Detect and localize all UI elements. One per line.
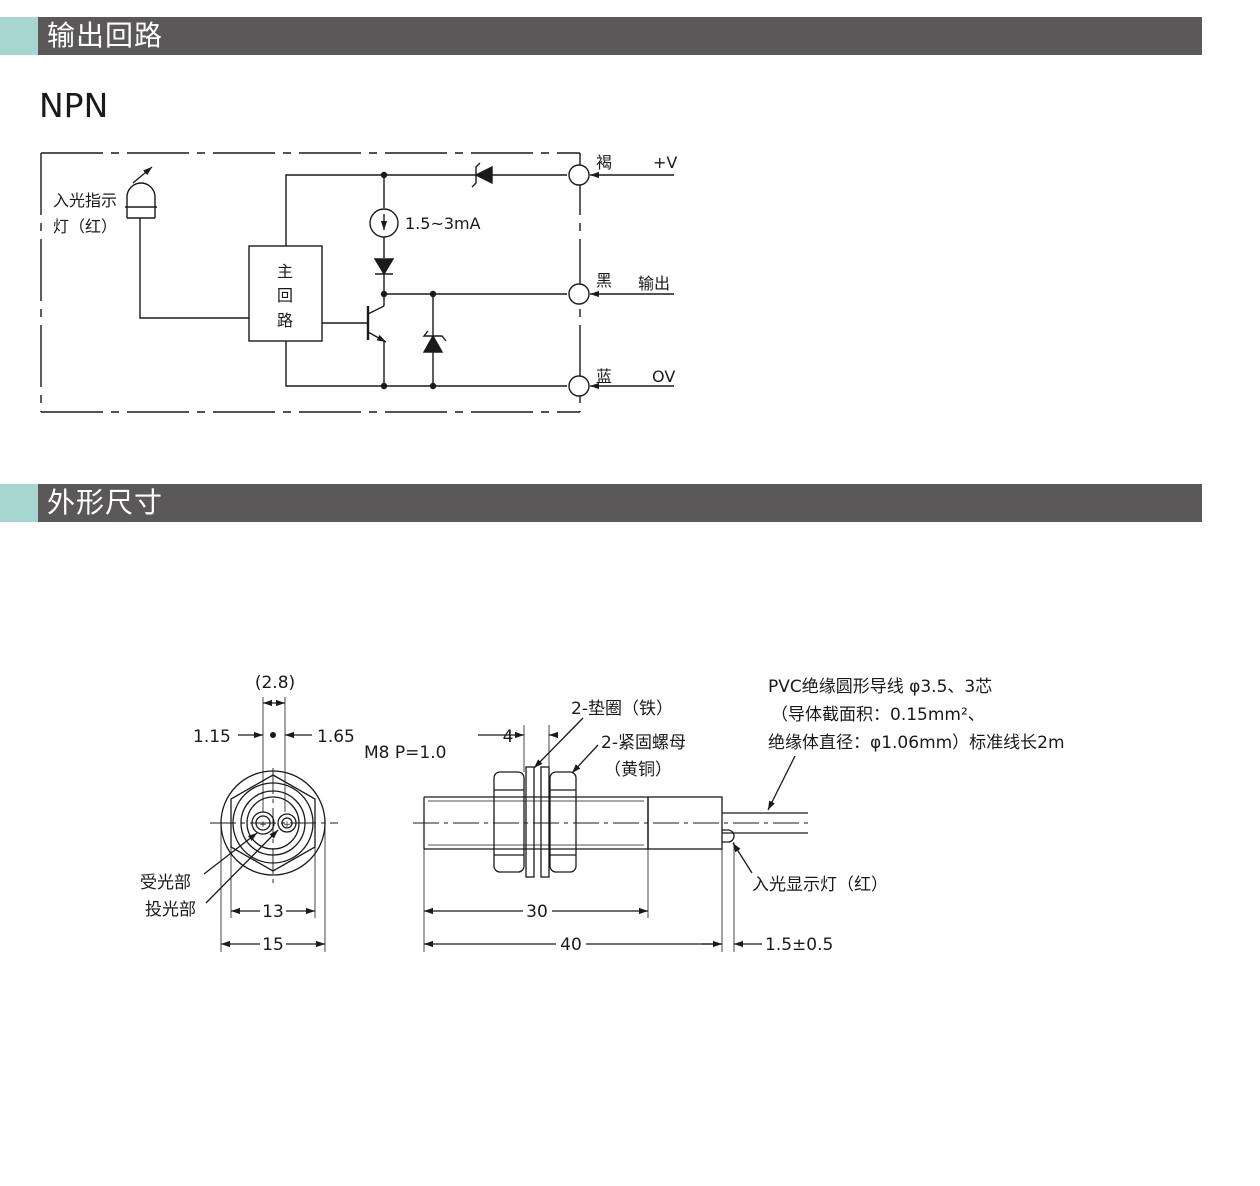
- section-header-output-circuit: 输出回路: [0, 17, 1202, 55]
- led-wire: [139, 218, 249, 319]
- sensor-boundary: [40, 152, 581, 413]
- dim-right-offset: 1.65: [317, 727, 355, 747]
- wire-color-label: 黑: [596, 271, 612, 290]
- washer: [525, 766, 535, 878]
- wire-signal-label: OV: [652, 367, 675, 386]
- dim-indicator-offset: 1.5±0.5: [765, 935, 833, 955]
- wire-color-label: 蓝: [596, 367, 612, 386]
- top-rail: [285, 174, 567, 246]
- indicator-label: 入光指示: [53, 191, 117, 210]
- wire-color-label: 褐: [596, 153, 612, 172]
- dim-left-offset: 1.15: [193, 727, 231, 747]
- npn-title: NPN: [39, 86, 109, 125]
- dim-lens-spacing: (2.8): [255, 673, 295, 693]
- cable-note: （导体截面积：0.15mm²、: [771, 705, 985, 725]
- svg-text:+: +: [259, 820, 267, 830]
- indicator-label: 灯（红）: [53, 217, 117, 236]
- zener-diode-output: [422, 294, 447, 386]
- zener-diode-top: [471, 162, 493, 188]
- receiver-label: 受光部: [140, 873, 191, 893]
- indicator-note: 入光显示灯（红）: [752, 875, 888, 895]
- rear-housing: [647, 796, 723, 850]
- washer-note: 2-垫圈（铁）: [571, 699, 673, 719]
- terminal-black: [568, 283, 590, 305]
- dim-total-length: 40: [560, 935, 582, 955]
- wire-signal-label: +V: [653, 153, 677, 172]
- terminal-blue: [568, 375, 590, 397]
- nut-left: [493, 771, 525, 873]
- nut-note: （黄铜）: [604, 760, 672, 780]
- emitter-label: 投光部: [145, 900, 196, 920]
- thread-spec: M8 P=1.0: [364, 743, 446, 763]
- washer: [540, 766, 550, 878]
- section-header-dimensions: 外形尺寸: [0, 484, 1202, 522]
- side-view-labels: M8 P=1.0 4 2-垫圈（铁） 2-紧固螺母 （黄铜） PVC绝缘圆形导线…: [364, 677, 1065, 955]
- wire-signal-label: 输出: [638, 274, 670, 293]
- section-band: [38, 17, 1202, 55]
- nut-right: [549, 771, 577, 873]
- emitter-lens: [277, 813, 297, 833]
- section-accent: [0, 17, 38, 55]
- section-title: 外形尺寸: [47, 486, 164, 519]
- front-view-labels: (2.8) 1.15 1.65 受光部 投光部 13 15: [140, 673, 355, 955]
- svg-text:+: +: [283, 820, 291, 830]
- cable-note: PVC绝缘圆形导线 φ3.5、3芯: [768, 677, 992, 697]
- cable-note: 绝缘体直径：φ1.06mm）标准线长2m: [768, 733, 1065, 753]
- main-circuit-label: 回: [277, 286, 293, 305]
- main-circuit-label: 主: [277, 262, 293, 281]
- dim-width-inner: 13: [262, 902, 284, 922]
- main-circuit-label: 路: [277, 311, 293, 330]
- dim-width-outer: 15: [262, 935, 284, 955]
- section-accent: [0, 484, 38, 522]
- section-title: 输出回路: [47, 19, 164, 52]
- hex-nut-outline: [230, 774, 316, 872]
- section-band: [38, 484, 1202, 522]
- terminals: [568, 164, 590, 397]
- circuit-labels: 入光指示 灯（红） 主 回 路 1.5~3mA 褐 +V 黑 输出 蓝 OV: [53, 153, 677, 386]
- indicator-lamp: [722, 829, 735, 843]
- front-view-drawing: + +: [203, 697, 338, 952]
- terminal-brown: [568, 164, 590, 186]
- nut-note: 2-紧固螺母: [601, 733, 686, 753]
- npn-transistor-icon: [322, 305, 387, 386]
- current-source-label: 1.5~3mA: [405, 214, 481, 233]
- diode-icon: [373, 258, 395, 276]
- bottom-rail: [285, 341, 567, 387]
- dim-nut-width: 4: [503, 727, 514, 747]
- npn-circuit-diagram: [40, 152, 674, 413]
- junction-dots: [380, 171, 437, 390]
- side-view-drawing: [413, 717, 808, 952]
- led-indicator-icon: [125, 166, 157, 219]
- dim-thread-length: 30: [526, 902, 548, 922]
